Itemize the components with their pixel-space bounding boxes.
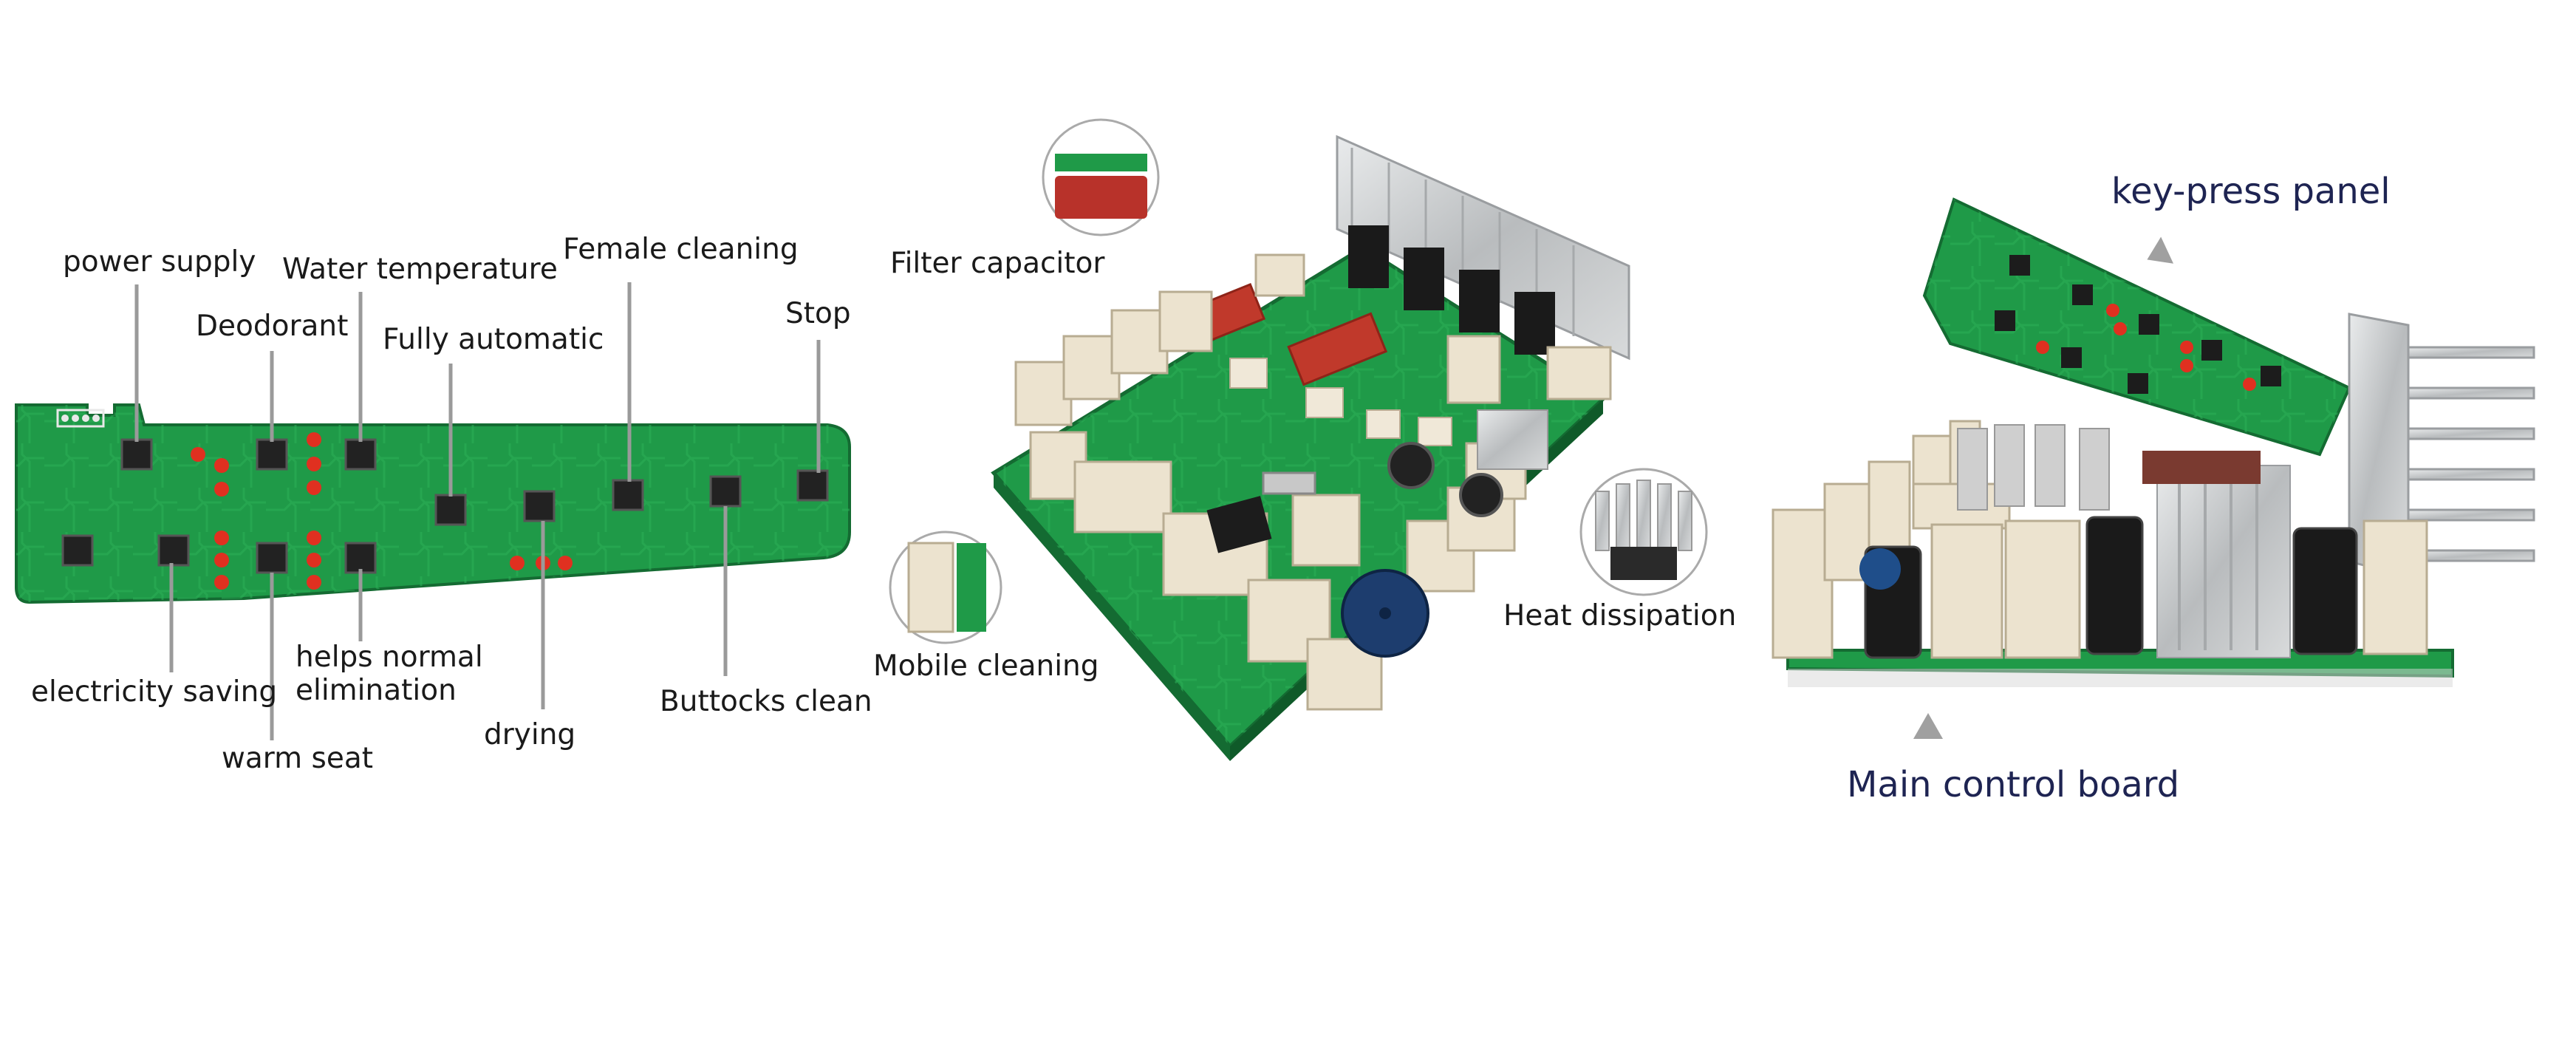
- assembly-heatsink: [2348, 313, 2535, 578]
- heatsink: [1336, 134, 1630, 361]
- label-deodorant: Deodorant: [196, 310, 349, 343]
- zoom-circle-heat-dissipation: [1579, 468, 1708, 596]
- label-fully-automatic: Fully automatic: [383, 323, 604, 356]
- arrow-main-control-board-icon: [1913, 713, 1943, 739]
- label-female-cleaning: Female cleaning: [563, 233, 799, 266]
- label-stop: Stop: [785, 297, 851, 330]
- zoom-circle-mobile-cleaning: [889, 531, 1002, 644]
- assembly-photo: [1772, 197, 2535, 687]
- label-drying: drying: [484, 718, 576, 751]
- label-main-control-board: Main control board: [1847, 764, 2180, 805]
- label-filter-capacitor: Filter capacitor: [890, 247, 1105, 280]
- main-board-photo: [991, 134, 1630, 761]
- label-heat-dissipation: Heat dissipation: [1503, 599, 1737, 632]
- label-helps-normal-elimination: helps normal elimination: [295, 641, 483, 707]
- label-key-press-panel: key-press panel: [2111, 171, 2391, 212]
- label-power-supply: power supply: [63, 245, 256, 279]
- label-warm-seat: warm seat: [222, 742, 374, 775]
- zoom-circle-filter-capacitor: [1042, 118, 1160, 236]
- label-water-temperature: Water temperature: [282, 253, 558, 286]
- keypad-leader-lines: [134, 282, 821, 740]
- label-mobile-cleaning: Mobile cleaning: [873, 649, 1099, 683]
- keypad-pcb: [15, 403, 851, 604]
- arrow-key-press-panel-icon: [2147, 236, 2174, 264]
- label-electricity-saving: electricity saving: [31, 675, 278, 709]
- label-buttocks-clean: Buttocks clean: [660, 685, 872, 718]
